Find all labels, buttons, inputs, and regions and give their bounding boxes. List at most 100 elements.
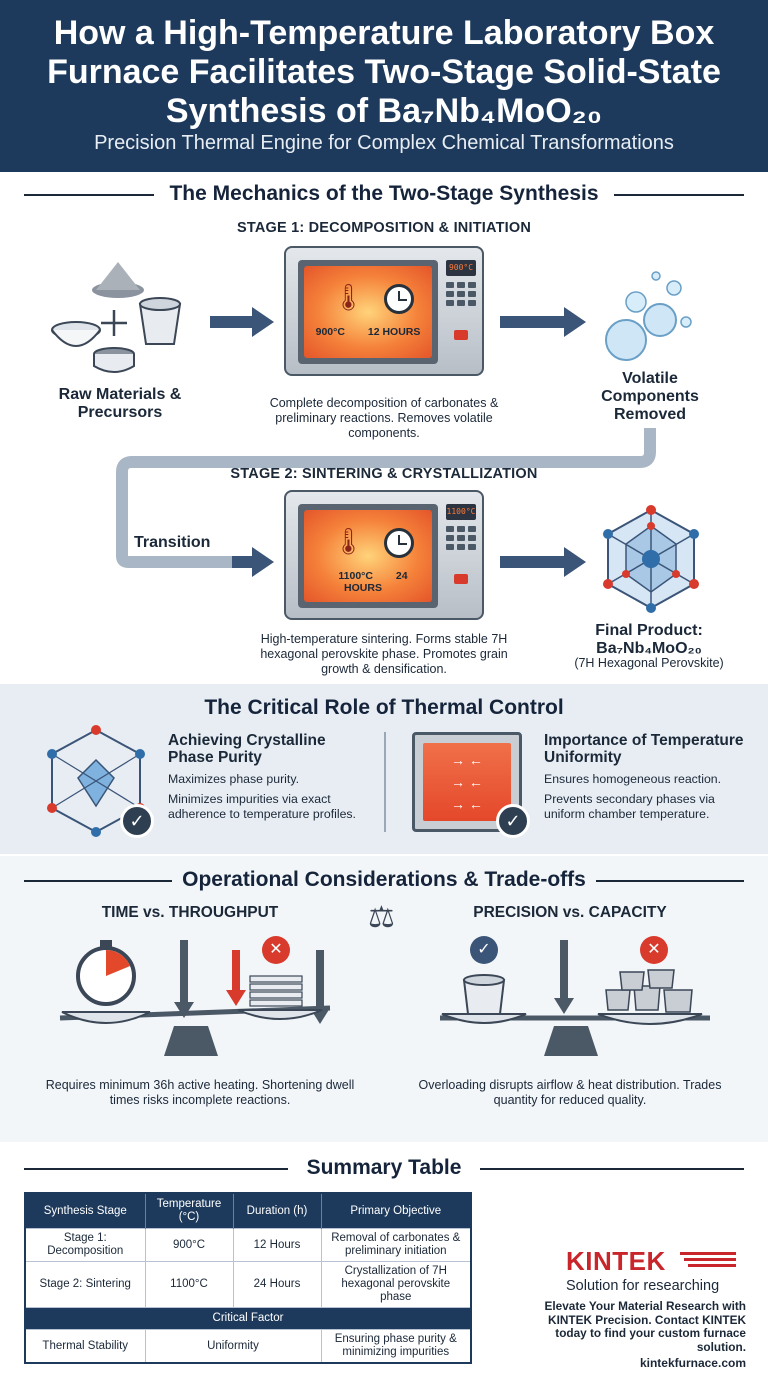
table-cell: Stage 1: Decomposition <box>24 1228 146 1262</box>
summary-table: Synthesis Stage Temperature (°C) Duratio… <box>24 1192 472 1364</box>
thermal-title: The Critical Role of Thermal Control <box>204 696 564 719</box>
x-icon: ✕ <box>640 936 668 964</box>
stage1-readout: 900°C 12 HOURS <box>304 326 432 338</box>
arrow-right-icon <box>564 307 586 337</box>
raw-materials-icon <box>51 262 182 373</box>
furnace-chamber: 🌡 900°C 12 HOURS <box>304 266 432 358</box>
mechanics-title: The Mechanics of the Two-Stage Synthesis <box>169 182 599 205</box>
power-button <box>454 330 468 340</box>
brand-cta: Elevate Your Material Research with KINT… <box>544 1299 746 1354</box>
thermometer-icon: 🌡 <box>332 282 366 312</box>
table-cell: Stage 2: Sintering <box>24 1261 146 1308</box>
final-product-sub: (7H Hexagonal Perovskite) <box>574 656 724 670</box>
table-cell: 24 Hours <box>232 1261 322 1308</box>
power-button <box>454 574 468 584</box>
temp-display: 1100°C <box>446 504 476 520</box>
critical-factor-row: Critical Factor <box>24 1307 472 1330</box>
brand-stripes-icon <box>680 1252 736 1267</box>
control-panel: 900°C <box>446 260 476 364</box>
table-cell: Uniformity <box>144 1329 322 1364</box>
table-row: Thermal Stability Uniformity Ensuring ph… <box>24 1329 472 1364</box>
stage2-label: STAGE 2: SINTERING & CRYSTALLIZATION <box>230 466 538 482</box>
column-header: Temperature (°C) <box>145 1193 234 1229</box>
raw-materials-label: Raw Materials & Precursors <box>58 386 182 421</box>
final-product-label: Final Product: Ba₇Nb₄MoO₂₀ <box>595 622 703 657</box>
precision-capacity-caption: Overloading disrupts airflow & heat dist… <box>418 1078 722 1107</box>
brand-logo: KINTEK <box>566 1246 666 1276</box>
summary-title: Summary Table <box>306 1156 462 1179</box>
phase-purity-line1: Maximizes phase purity. <box>168 772 299 786</box>
keypad <box>446 526 476 550</box>
column-header: Synthesis Stage <box>25 1193 146 1229</box>
check-icon: ✓ <box>120 804 154 838</box>
brand-url-link[interactable]: kintekfurnace.com <box>639 1356 746 1370</box>
divider-left <box>24 880 172 882</box>
uniformity-title: Importance of Temperature Uniformity <box>544 732 744 766</box>
arrow-right-icon <box>252 547 274 577</box>
temp-display: 900°C <box>446 260 476 276</box>
thermometer-icon: 🌡 <box>332 526 366 556</box>
precision-capacity-head: PRECISION vs. CAPACITY <box>473 904 667 921</box>
stage2-caption: High-temperature sintering. Forms stable… <box>260 632 508 676</box>
divider-left <box>24 1168 288 1170</box>
table-header-row: Synthesis Stage Temperature (°C) Duratio… <box>25 1193 472 1229</box>
clock-icon <box>384 284 414 314</box>
table-cell: Removal of carbonates & preliminary init… <box>320 1228 472 1262</box>
stage1-temp: 900°C <box>315 326 345 338</box>
stage1-time: 12 HOURS <box>367 326 421 338</box>
table-cell: Ensuring phase purity & minimizing impur… <box>320 1329 472 1364</box>
keypad <box>446 282 476 306</box>
table-cell: Crystallization of 7H hexagonal perovski… <box>320 1261 472 1308</box>
stage2-readout: 1100°C 24 HOURS <box>304 570 432 594</box>
table-row: Stage 2: Sintering 1100°C 24 Hours Cryst… <box>24 1261 472 1308</box>
header-banner: How a High-Temperature Laboratory Box Fu… <box>0 0 768 172</box>
uniformity-line1: Ensures homogeneous reaction. <box>544 772 722 786</box>
arrow-right-icon <box>252 307 274 337</box>
furnace-window: 🌡 900°C 12 HOURS <box>298 260 438 364</box>
divider-right <box>596 880 744 882</box>
table-cell: 12 Hours <box>232 1228 322 1262</box>
divider-right <box>614 194 744 196</box>
furnace-window: 🌡 1100°C 24 HOURS <box>298 504 438 608</box>
stage1-label: STAGE 1: DECOMPOSITION & INITIATION <box>236 220 532 236</box>
check-icon: ✓ <box>470 936 498 964</box>
clock-icon <box>384 528 414 558</box>
check-icon: ✓ <box>496 804 530 838</box>
table-row: Stage 1: Decomposition 900°C 12 Hours Re… <box>24 1228 472 1262</box>
time-throughput-head: TIME vs. THROUGHPUT <box>101 904 279 921</box>
tradeoffs-title: Operational Considerations & Trade-offs <box>182 868 586 891</box>
brand-tagline: Solution for researching <box>566 1278 720 1294</box>
divider-right <box>480 1168 744 1170</box>
table-cell: 1100°C <box>144 1261 234 1308</box>
vertical-divider <box>384 732 386 832</box>
uniformity-line2: Prevents secondary phases via uniform ch… <box>544 792 715 821</box>
page-subtitle: Precision Thermal Engine for Complex Che… <box>94 132 674 154</box>
column-header: Duration (h) <box>233 1193 322 1229</box>
volatile-label: Volatile Components Removed <box>601 370 699 423</box>
crystal-lattice-icon <box>603 505 699 613</box>
stage2-time: 24 HOURS <box>344 570 408 594</box>
divider-left <box>24 194 154 196</box>
arrow-shaft <box>210 316 254 328</box>
table-cell: 900°C <box>144 1228 234 1262</box>
time-throughput-scale <box>59 940 331 1056</box>
bubbles-icon <box>605 271 692 361</box>
phase-purity-title: Achieving Crystalline Phase Purity <box>168 732 326 766</box>
stage2-temp: 1100°C <box>338 570 373 582</box>
transition-label: Transition <box>134 534 211 551</box>
furnace-chamber: 🌡 1100°C 24 HOURS <box>304 510 432 602</box>
arrow-right-icon <box>564 547 586 577</box>
furnace-stage2: 🌡 1100°C 24 HOURS 1100°C <box>284 490 484 620</box>
balance-scale-icon: ⚖ <box>368 901 395 934</box>
arrow-shaft <box>500 556 566 568</box>
table-cell: Thermal Stability <box>24 1329 146 1364</box>
arrow-shaft <box>500 316 566 328</box>
furnace-stage1: 🌡 900°C 12 HOURS 900°C <box>284 246 484 376</box>
precision-capacity-scale <box>440 940 710 1056</box>
phase-purity-line2: Minimizes impurities via exact adherence… <box>168 792 356 821</box>
stage1-caption: Complete decomposition of carbonates & p… <box>269 396 499 440</box>
time-throughput-caption: Requires minimum 36h active heating. Sho… <box>45 1078 355 1107</box>
arrow-shaft <box>232 556 254 568</box>
control-panel: 1100°C <box>446 504 476 608</box>
critical-factor-label: Critical Factor <box>24 1307 472 1330</box>
